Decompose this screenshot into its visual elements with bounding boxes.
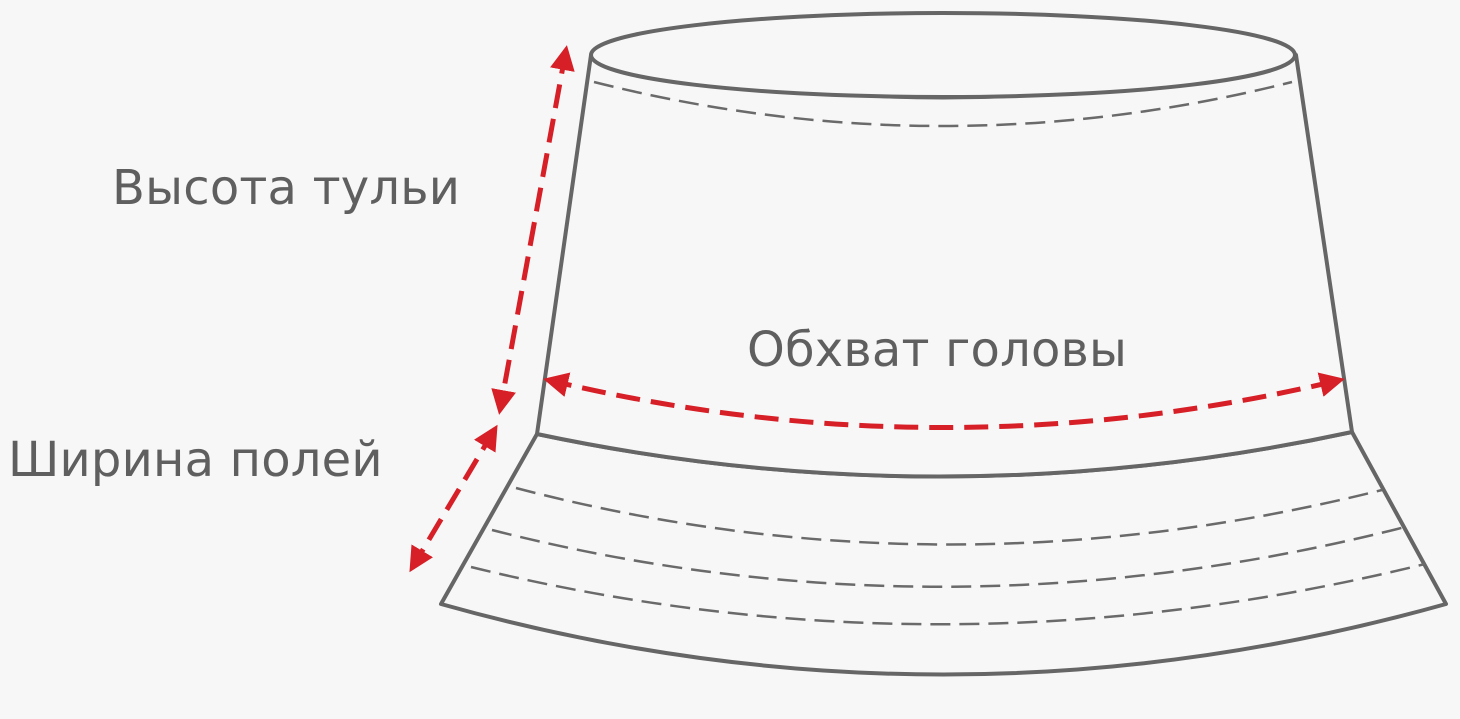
brim-width-label: Ширина полей [8, 432, 383, 488]
brim-stitch-line-3 [470, 562, 1426, 626]
crown-stitch-line [593, 80, 1293, 128]
head-circumference-arrow [543, 372, 1345, 430]
hat-brim [439, 430, 1448, 677]
brim-stitch-line-2 [491, 525, 1406, 588]
head-circumference-label: Обхват головы [747, 322, 1128, 378]
crown-body [535, 53, 1354, 479]
crown-height-label: Высота тульи [112, 160, 461, 216]
crown-height-arrow [491, 45, 575, 415]
brim-stitch-line-1 [515, 486, 1383, 546]
crown-top-ellipse [589, 11, 1297, 99]
brim-width-arrow [409, 424, 498, 573]
hat-crown [535, 11, 1354, 479]
